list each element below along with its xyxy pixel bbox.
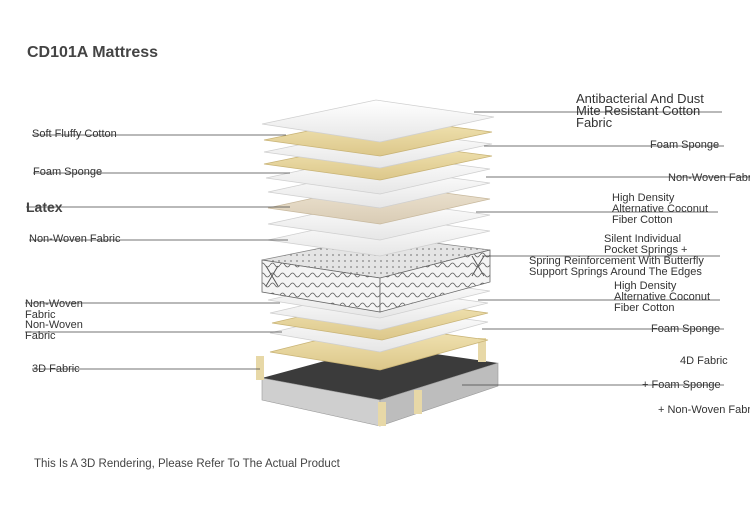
label-foam-sponge-right-2: Foam Sponge bbox=[651, 323, 721, 335]
label-non-woven-fabric-left-2: Non-Woven Fabric bbox=[25, 298, 83, 321]
label-non-woven-fabric-left: Non-Woven Fabric bbox=[29, 233, 121, 245]
label-butterfly-springs: Spring Reinforcement With Butterfly Supp… bbox=[529, 255, 704, 278]
label-plus-non-woven-fabric: + Non-Woven Fabric bbox=[658, 404, 750, 416]
spring-core bbox=[261, 235, 491, 313]
label-pocket-springs: Silent Individual Pocket Springs + bbox=[604, 233, 688, 256]
base-frame bbox=[256, 338, 499, 427]
leader-lines bbox=[25, 111, 750, 386]
rendering-disclaimer: This Is A 3D Rendering, Please Refer To … bbox=[34, 458, 340, 470]
label-non-woven-fabric-right: Non-Woven Fabric bbox=[668, 172, 750, 184]
page-title: CD101A Mattress bbox=[27, 44, 159, 61]
label-coconut-fiber-lower: High Density Alternative Coconut Fiber C… bbox=[614, 280, 710, 314]
label-non-woven-fabric-left-3: Non-Woven Fabric bbox=[25, 319, 83, 342]
label-coconut-fiber-upper: High Density Alternative Coconut Fiber C… bbox=[612, 192, 708, 226]
label-foam-sponge-right: Foam Sponge bbox=[650, 139, 720, 151]
label-latex: Latex bbox=[26, 199, 63, 215]
label-antibacterial-fabric: Antibacterial And Dust Mite Resistant Co… bbox=[576, 91, 704, 130]
label-3d-fabric: 3D Fabric bbox=[32, 363, 80, 375]
label-foam-sponge-left: Foam Sponge bbox=[33, 166, 103, 178]
label-plus-foam-sponge: + Foam Sponge bbox=[642, 379, 721, 391]
layer-top-cotton bbox=[261, 99, 495, 143]
label-soft-fluffy-cotton: Soft Fluffy Cotton bbox=[32, 128, 117, 140]
label-4d-fabric: 4D Fabric bbox=[680, 355, 728, 367]
